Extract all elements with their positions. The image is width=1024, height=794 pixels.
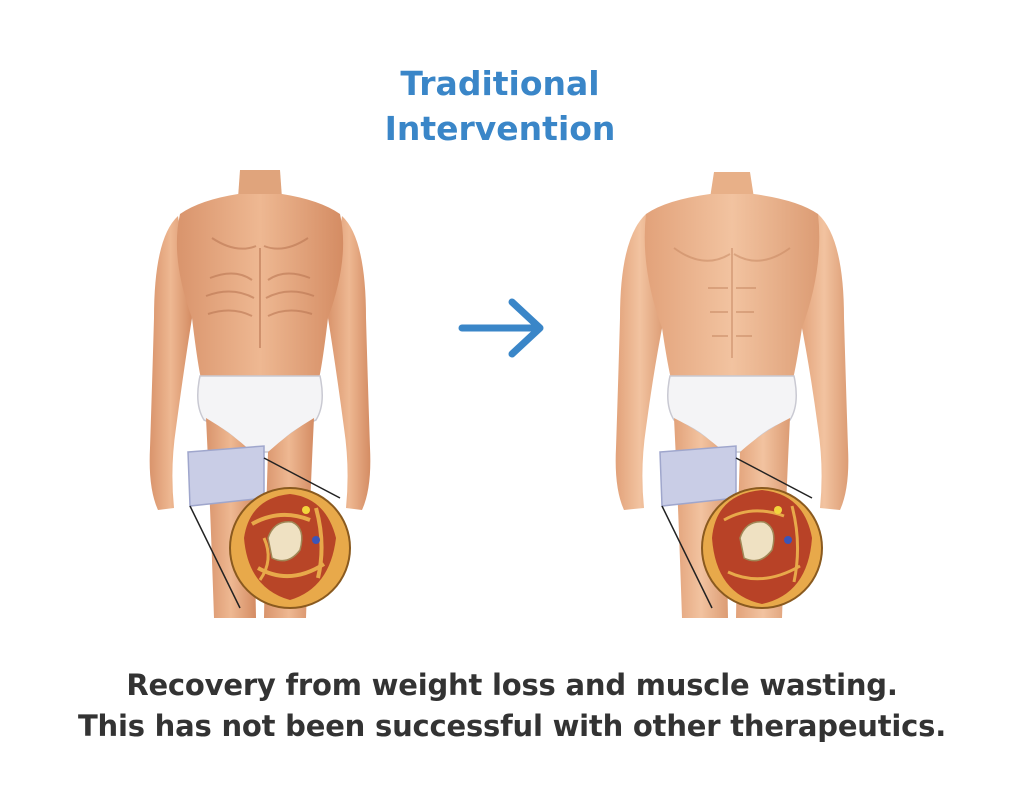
title-line-2: Intervention [384,109,616,148]
recovered-body-figure [612,168,852,618]
cuff-band [187,445,265,507]
thigh-cross-section [229,487,351,609]
right-arrow-icon [458,298,544,358]
rib-lines [205,237,315,348]
title-line-1: Traditional [400,64,600,103]
caption-line-2: This has not been successful with other … [77,709,947,743]
thigh-cross-section [701,487,823,609]
cuff-band [659,445,737,507]
muscle-lines [673,247,791,358]
caption-line-1: Recovery from weight loss and muscle was… [126,668,898,702]
wasted-body-figure [140,168,380,618]
recovered-body-illustration [615,172,849,618]
wasted-body-illustration [149,170,371,618]
